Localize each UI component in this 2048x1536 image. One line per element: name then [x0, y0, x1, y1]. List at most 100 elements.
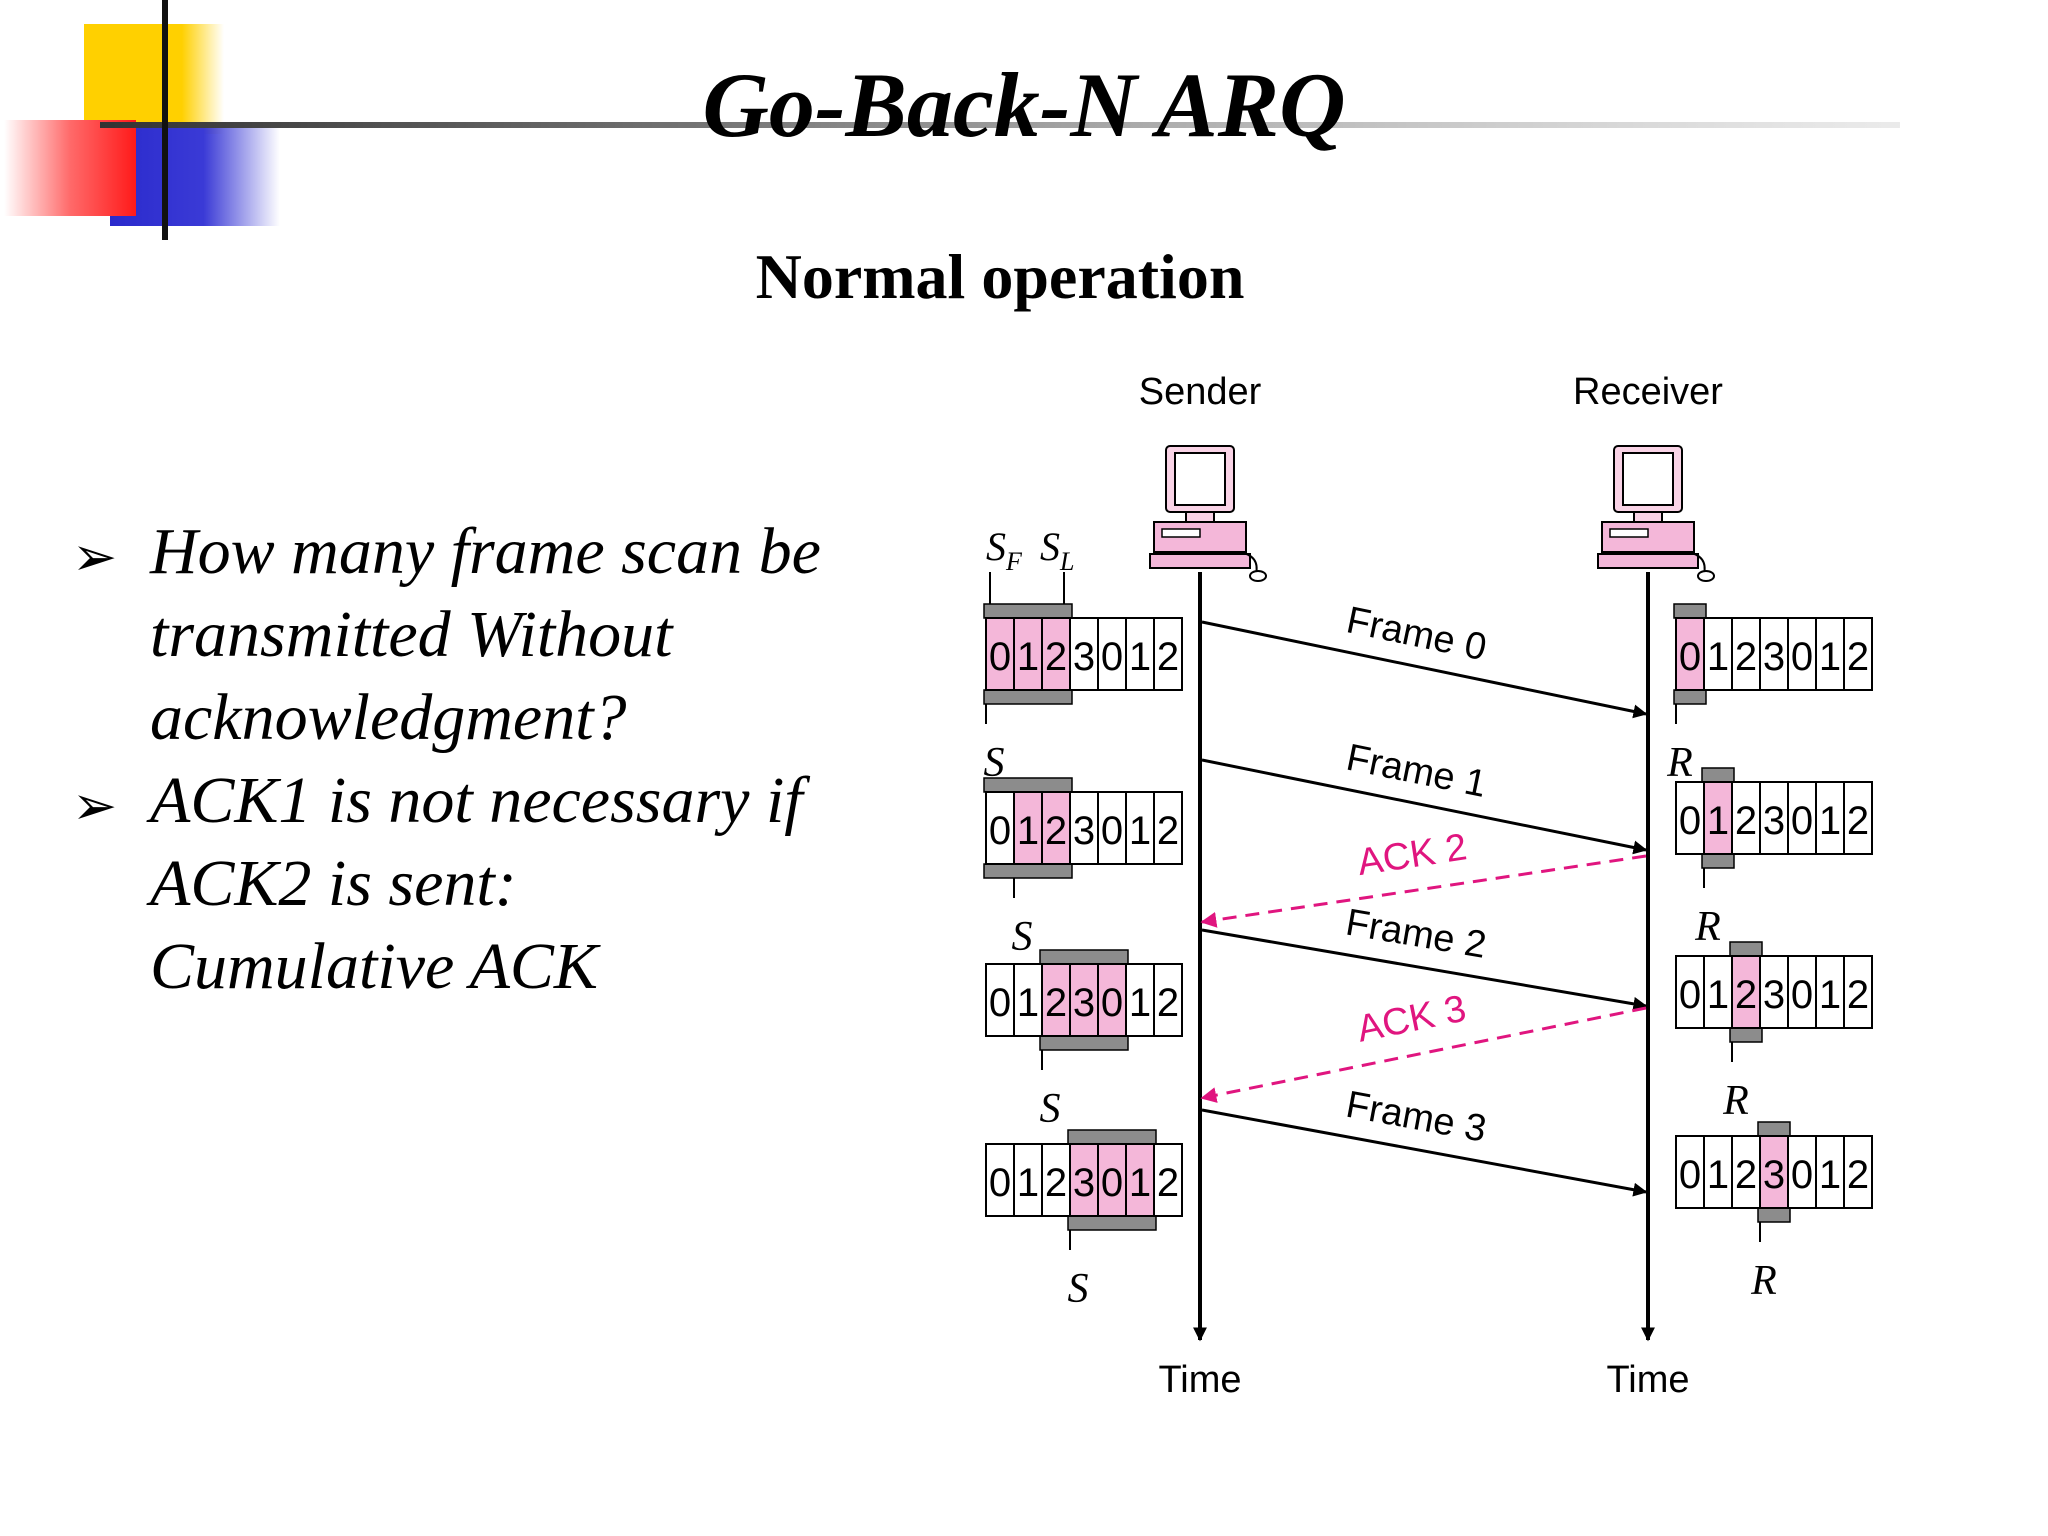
receiver-window-seq-cell [1759, 617, 1789, 691]
receiver-pointer-label: R [1722, 1078, 1749, 1124]
receiver-window-seq-number: 0 [1791, 799, 1813, 843]
sender-window-seq-number: 1 [1129, 635, 1151, 679]
sender-window-window-bar-bottom [1067, 1215, 1157, 1231]
receiver-window-seq-cell [1703, 781, 1733, 855]
receiver-window-seq-cell [1759, 781, 1789, 855]
receiver-window-seq-cell [1843, 781, 1873, 855]
sender-window-seq-number: 3 [1073, 1161, 1095, 1205]
receiver-window-seq-cell [1703, 617, 1733, 691]
sender-window-window-bar-top [983, 603, 1073, 619]
sender-window-seq-number: 3 [1073, 981, 1095, 1025]
receiver-window-seq-number: 3 [1763, 973, 1785, 1017]
receiver-window-seq-number: 0 [1679, 635, 1701, 679]
receiver-window-seq-number: 3 [1763, 799, 1785, 843]
sender-window-window-bar-bottom [983, 863, 1073, 879]
frame-arrow [1201, 758, 1648, 855]
sender-window-seq-cell [1097, 791, 1127, 865]
sender-window-seq-number: 0 [989, 1161, 1011, 1205]
receiver-window-seq-cell [1675, 955, 1705, 1029]
ack-arrow [1200, 1006, 1647, 1103]
receiver-window-window-bar-top [1757, 1121, 1791, 1137]
sender-window-seq-number: 2 [1045, 809, 1067, 853]
deco-red-square [4, 120, 136, 216]
sender-window-window-bar-top [983, 777, 1073, 793]
sender-window-seq-number: 1 [1017, 635, 1039, 679]
sender-window-seq-number: 1 [1129, 981, 1151, 1025]
receiver-pointer-label: R [1666, 740, 1693, 786]
receiver-label: Receiver [1573, 371, 1723, 413]
sender-window-seq-number: 1 [1017, 1161, 1039, 1205]
receiver-window-window-bar-bottom [1701, 853, 1735, 869]
bullet-item: ➢ ACK1 is not necessary if ACK2 is sent:… [72, 759, 832, 1008]
receiver-window-seq-cell [1787, 781, 1817, 855]
sender-pointer-label: S [1068, 1266, 1089, 1312]
receiver-window-seq-number: 1 [1707, 1153, 1729, 1197]
sender-window-seq-number: 3 [1073, 809, 1095, 853]
receiver-window-seq-number: 2 [1735, 973, 1757, 1017]
sender-window-seq-number: 2 [1157, 981, 1179, 1025]
receiver-window-seq-cell [1731, 955, 1761, 1029]
sender-window-seq-cell [985, 791, 1015, 865]
receiver-window-seq-number: 2 [1735, 1153, 1757, 1197]
receiver-window-seq-cell [1731, 617, 1761, 691]
deco-horizontal-line [100, 122, 1900, 128]
receiver-window-seq-number: 0 [1791, 1153, 1813, 1197]
time-label-sender: Time [1158, 1359, 1241, 1401]
bullet-item: ➢ How many frame scan be transmitted Wit… [72, 510, 832, 759]
sender-label: Sender [1139, 371, 1262, 413]
receiver-window-seq-number: 2 [1847, 635, 1869, 679]
sender-computer-icon [1149, 445, 1267, 582]
sender-pointer-label: S [1040, 1086, 1061, 1132]
sender-window-seq-number: 0 [1101, 1161, 1123, 1205]
sender-window-seq-cell [1069, 791, 1099, 865]
receiver-window-seq-number: 2 [1847, 799, 1869, 843]
sender-window-seq-number: 0 [989, 809, 1011, 853]
sender-window-seq-cell [1013, 617, 1043, 691]
deco-vertical-line [162, 0, 168, 240]
sender-window-window-bar-top [1039, 949, 1129, 965]
sender-window-seq-cell [1097, 963, 1127, 1037]
sender-window-seq-cell [1069, 1143, 1099, 1217]
receiver-computer-icon [1597, 445, 1715, 582]
sender-window-seq-number: 1 [1017, 981, 1039, 1025]
receiver-window-seq-number: 1 [1819, 635, 1841, 679]
sender-window-seq-cell [1153, 963, 1183, 1037]
sender-window-seq-cell [1153, 617, 1183, 691]
receiver-window-window-bar-top [1701, 767, 1735, 783]
sender-window-seq-number: 0 [989, 981, 1011, 1025]
receiver-window-seq-number: 1 [1707, 799, 1729, 843]
receiver-window-seq-number: 0 [1791, 973, 1813, 1017]
sf-pointer-label: SF [986, 524, 1023, 576]
receiver-window-seq-cell [1843, 955, 1873, 1029]
ack-arrow [1200, 854, 1647, 928]
frame-arrow [1201, 928, 1648, 1011]
sender-window-seq-number: 2 [1045, 635, 1067, 679]
sl-pointer-label: SL [1040, 524, 1074, 576]
sender-window-seq-cell [985, 1143, 1015, 1217]
receiver-window-window-bar-bottom [1729, 1027, 1763, 1043]
diagram-static: Sender Receiver Time Time SF SL [986, 371, 1723, 1401]
sender-window-seq-cell [1041, 617, 1071, 691]
receiver-window-window-bar-top [1673, 603, 1707, 619]
sender-window-seq-number: 1 [1129, 1161, 1151, 1205]
sender-window-seq-number: 3 [1073, 635, 1095, 679]
receiver-window-seq-number: 1 [1819, 973, 1841, 1017]
receiver-window-seq-number: 0 [1791, 635, 1813, 679]
sender-window-seq-cell [1125, 963, 1155, 1037]
receiver-window-seq-number: 2 [1735, 635, 1757, 679]
sender-pointer-label: S [1012, 914, 1033, 960]
receiver-window-seq-cell [1815, 955, 1845, 1029]
receiver-window-seq-cell [1787, 1135, 1817, 1209]
sender-window-seq-cell [1097, 1143, 1127, 1217]
sender-window-seq-number: 0 [1101, 809, 1123, 853]
slide-title: Go-Back-N ARQ [702, 54, 1346, 156]
sender-window-seq-number: 0 [1101, 981, 1123, 1025]
receiver-window-seq-cell [1703, 1135, 1733, 1209]
sender-pointer-label: S [984, 740, 1005, 786]
receiver-window-seq-number: 0 [1679, 1153, 1701, 1197]
receiver-pointer-label: R [1694, 904, 1721, 950]
sender-window-seq-number: 2 [1045, 1161, 1067, 1205]
sender-window-seq-cell [1097, 617, 1127, 691]
sender-window-seq-number: 2 [1157, 1161, 1179, 1205]
